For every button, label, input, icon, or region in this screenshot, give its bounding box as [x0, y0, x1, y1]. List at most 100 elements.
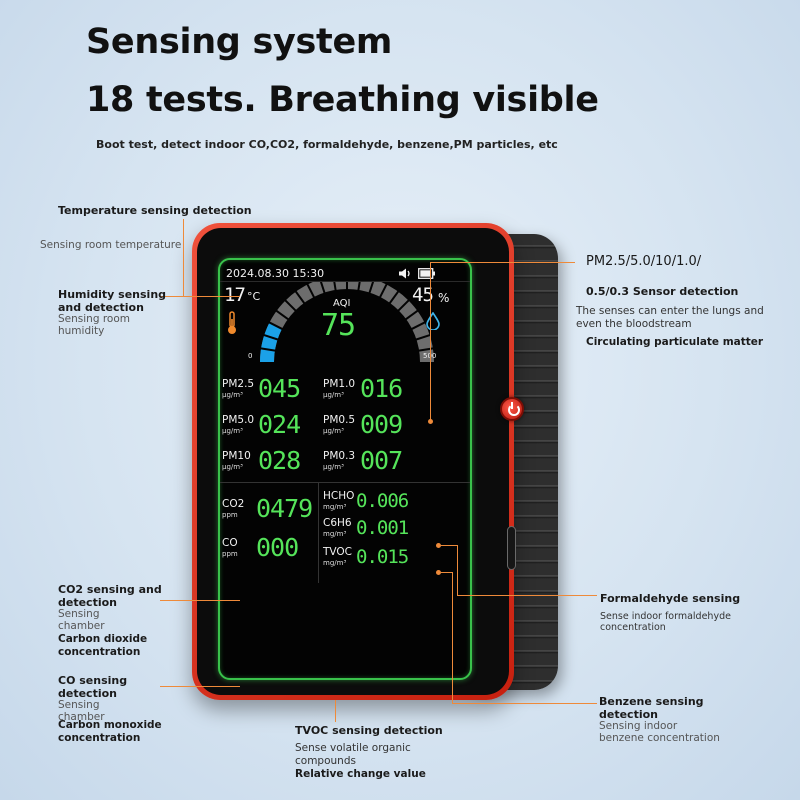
pm-name: PM2.5	[222, 378, 255, 390]
humidity-callout-title-1: Humidity sensing	[58, 288, 167, 301]
gauge-segment-gap	[417, 347, 435, 352]
leader-line	[441, 572, 452, 573]
co-callout-desc-3: Carbon monoxide	[58, 719, 162, 731]
pm-callout-desc-1: The senses can enter the lungs and	[576, 305, 764, 317]
speaker-icon	[399, 268, 410, 279]
pm-value: 028	[258, 446, 301, 475]
gauge-segment-gap	[378, 283, 388, 299]
headline-line1: Sensing system	[86, 22, 393, 62]
battery-fill	[420, 270, 432, 277]
formaldehyde-callout-desc-1: Sense indoor formaldehyde	[600, 611, 731, 622]
pm-name: PM10	[222, 450, 251, 462]
co2-callout-desc-3: Carbon dioxide	[58, 633, 148, 645]
pm-name: PM0.3	[323, 450, 356, 462]
leader-line	[452, 572, 453, 703]
benzene-callout-desc-1: Sensing indoor	[599, 720, 678, 732]
gauge-segment-gap	[294, 290, 306, 305]
leader-dot	[436, 543, 441, 548]
pm-name: PM0.5	[323, 414, 356, 426]
headline-line2: 18 tests. Breathing visible	[86, 80, 599, 120]
gas-unit: mg/m³	[323, 559, 347, 567]
gas-unit: ppm	[222, 550, 238, 558]
gauge-segment-gap	[319, 282, 326, 294]
gas-unit: mg/m³	[323, 503, 347, 511]
leader-line	[183, 219, 184, 296]
pm-callout-title-2: 0.5/0.3 Sensor detection	[586, 285, 739, 298]
screen-datetime: 2024.08.30 15:30	[226, 267, 325, 280]
gas-unit: ppm	[222, 511, 238, 519]
humidity-callout-desc-2: humidity	[58, 325, 105, 337]
water-drop-icon	[426, 312, 440, 330]
power-button[interactable]	[500, 397, 524, 421]
benzene-callout-title-2: detection	[599, 708, 658, 721]
gauge-segment-gap	[306, 283, 316, 299]
co2-callout-title-1: CO2 sensing and	[58, 583, 162, 596]
humidity-callout-title-2: and detection	[58, 301, 144, 314]
pm-unit: μg/m³	[323, 463, 344, 471]
tvoc-callout-desc-1: Sense volatile organic	[295, 742, 411, 754]
pm-name: PM5.0	[222, 414, 255, 426]
gauge-segment-gap	[410, 321, 426, 331]
gas-name: TVOC	[323, 546, 353, 558]
pm-value: 024	[258, 410, 301, 439]
pm-unit: μg/m³	[222, 427, 243, 435]
pm-unit: μg/m³	[222, 391, 243, 399]
gas-value: 0.006	[356, 490, 409, 512]
battery-icon	[418, 268, 435, 279]
temperature-callout-title: Temperature sensing detection	[58, 204, 252, 217]
benzene-callout-desc-2: benzene concentration	[599, 732, 720, 744]
gauge-segment-gap	[262, 333, 279, 341]
gauge-segment-gap	[284, 299, 297, 312]
gauge-segment-gap	[397, 299, 410, 312]
formaldehyde-callout-title: Formaldehyde sensing	[600, 592, 741, 605]
usb-c-port	[507, 526, 516, 570]
gauge-segment-gap	[333, 282, 337, 292]
leader-line	[430, 262, 431, 422]
aqi-label: AQI	[333, 298, 351, 309]
thermometer-icon	[228, 311, 236, 334]
aqi-gauge-fill	[260, 322, 283, 363]
leader-dot	[436, 570, 441, 575]
humidity-value: 45	[412, 284, 434, 306]
gas-value: 0479	[256, 494, 313, 523]
gauge-segment-gap	[415, 333, 432, 341]
gauge-min-label: 0	[248, 352, 253, 360]
co-callout-title-2: detection	[58, 687, 117, 700]
leader-line	[335, 700, 336, 722]
pm-unit: μg/m³	[323, 391, 344, 399]
leader-line	[160, 296, 240, 297]
gas-name: CO2	[222, 498, 245, 510]
screen-divider	[220, 482, 470, 483]
humidity-callout-desc-1: Sensing room	[58, 313, 130, 325]
leader-line	[160, 686, 240, 687]
benzene-callout-title-1: Benzene sensing	[599, 695, 704, 708]
gauge-segment-gap	[357, 282, 361, 292]
pm-name: PM1.0	[323, 378, 356, 390]
co2-callout-desc-4: concentration	[58, 646, 141, 658]
co-callout-desc-4: concentration	[58, 732, 141, 744]
aqi-value: 75	[321, 308, 356, 343]
gauge-segment-gap	[259, 347, 277, 352]
pm-value: 007	[360, 446, 403, 475]
gas-name: HCHO	[323, 490, 355, 502]
leader-line	[441, 545, 457, 546]
headline-subtitle: Boot test, detect indoor CO,CO2, formald…	[96, 138, 558, 151]
humidity-unit: %	[438, 291, 450, 305]
formaldehyde-callout-desc-2: concentration	[600, 622, 666, 633]
pm-unit: μg/m³	[222, 463, 243, 471]
device-bezel: 2024.08.30 15:30 17 °C 45 %	[197, 228, 509, 695]
pm-value: 016	[360, 374, 403, 403]
screen-divider	[318, 483, 319, 583]
temperature-callout-desc: Sensing room temperature	[40, 239, 182, 251]
co-callout-title-1: CO sensing	[58, 674, 128, 687]
co-callout-desc-1: Sensing	[58, 699, 100, 711]
pm-unit: μg/m³	[323, 427, 344, 435]
tvoc-callout-desc-2: compounds	[295, 755, 356, 767]
gauge-segment-gap	[368, 282, 375, 294]
pm-callout-desc-2: even the bloodstream	[576, 318, 692, 330]
device-body: 2024.08.30 15:30 17 °C 45 %	[192, 223, 514, 700]
leader-line	[457, 595, 597, 596]
gas-value: 0.015	[356, 546, 409, 568]
gas-name: C6H6	[323, 517, 352, 529]
tvoc-callout-title: TVOC sensing detection	[295, 724, 443, 737]
